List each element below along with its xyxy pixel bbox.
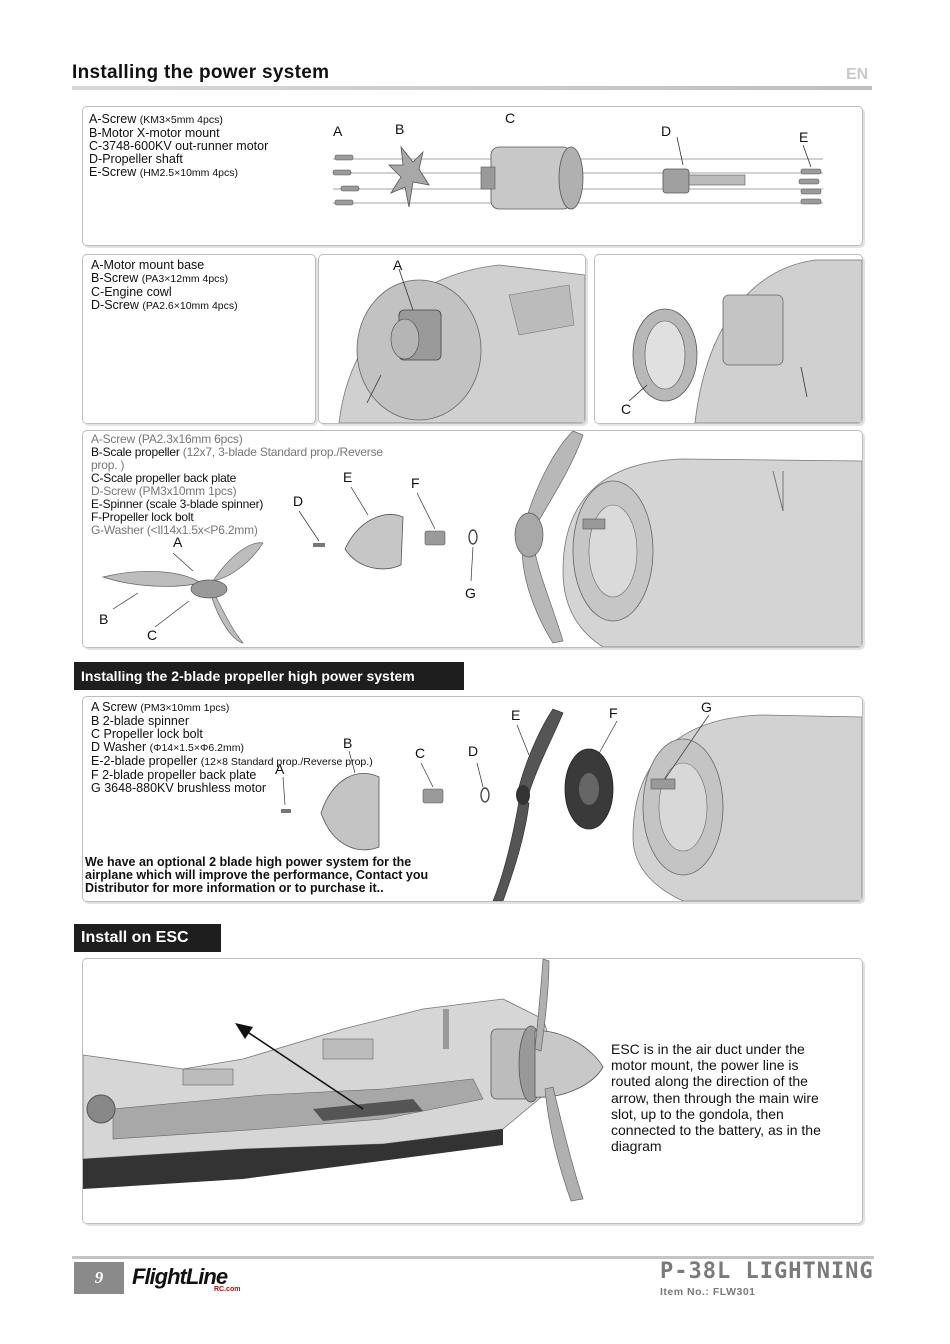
label-e: E xyxy=(343,469,353,485)
motor-nacelle xyxy=(632,714,862,901)
legend-item: D Washer (Φ14×1.5×Φ6.2mm) xyxy=(91,740,244,755)
legend-item: G-Washer (<Il14x1.5x<P6.2mm) xyxy=(91,523,258,537)
two-blade-legend: A Screw (PM3×10mm 1pcs) B 2-blade spinne… xyxy=(91,701,373,795)
label-a: A xyxy=(275,761,285,777)
model-name: P-38L LIGHTNING xyxy=(660,1259,874,1284)
legend-item: B-Scale propeller (12x7, 3-blade Standar… xyxy=(91,445,383,459)
label-e: E xyxy=(511,707,521,723)
label-e: E xyxy=(799,129,809,145)
esc-propeller xyxy=(534,959,584,1202)
fuselage-cutaway xyxy=(83,998,564,1189)
scale-propeller-drawing xyxy=(101,431,862,647)
label-a: A xyxy=(333,123,343,139)
page-title: Installing the power system xyxy=(72,62,330,83)
motor-parts-legend: A-Screw (KM3×5mm 4pcs) B-Motor X-motor m… xyxy=(89,113,268,180)
motor-parts-panel: A-Screw (KM3×5mm 4pcs) B-Motor X-motor m… xyxy=(82,106,863,246)
optional-system-note: We have an optional 2 blade high power s… xyxy=(85,855,429,895)
label-c: C xyxy=(505,110,516,126)
legend-item: E-2-blade propeller (12×8 Standard prop.… xyxy=(91,754,373,769)
two-blade-spinner xyxy=(320,773,380,851)
legend-item: A-Screw (PA2.3x16mm 6pcs) xyxy=(91,432,243,446)
legend-item: E-Spinner (scale 3-blade spinner) xyxy=(91,497,264,511)
header-divider xyxy=(72,86,872,90)
engine-nacelle xyxy=(562,458,862,647)
label-c: C xyxy=(147,627,158,643)
two-blade-panel: A Screw (PM3×10mm 1pcs) B 2-blade spinne… xyxy=(82,696,863,902)
label-g: G xyxy=(465,585,476,601)
page-number: 9 xyxy=(74,1262,124,1294)
legend-item: C-Scale propeller back plate xyxy=(91,471,237,485)
brand-name: FlightLine xyxy=(132,1264,228,1289)
legend-item: C-Engine cowl xyxy=(91,285,172,299)
esc-instructions: ESC is in the air duct under the motor m… xyxy=(611,1041,821,1155)
esc-panel: ESC is in the air duct under the motor m… xyxy=(82,958,863,1224)
legend-item: A-Screw (KM3×5mm 4pcs) xyxy=(89,112,223,127)
routing-arrow-icon xyxy=(235,1023,364,1110)
legend-item: D-Propeller shaft xyxy=(89,152,183,166)
legend-item: C Propeller lock bolt xyxy=(91,727,203,741)
label-d: D xyxy=(293,493,304,509)
language-tag: EN xyxy=(846,66,869,83)
mount-legend-panel: A-Motor mount base B-Screw (PA3×12mm 4pc… xyxy=(82,254,316,424)
label-c: C xyxy=(621,401,632,417)
label-d: D xyxy=(661,123,672,139)
mount-nose-panel: A B xyxy=(318,254,586,424)
label-d: D xyxy=(468,743,479,759)
label-a: A xyxy=(393,257,403,273)
legend-item: prop. ) xyxy=(91,458,125,472)
legend-item: D-Screw (PM3x10mm 1pcs) xyxy=(91,484,237,498)
legend-item: D-Screw (PA2.6×10mm 4pcs) xyxy=(91,298,238,313)
legend-item: E-Screw (HM2.5×10mm 4pcs) xyxy=(89,165,239,180)
legend-item: B-Screw (PA3×12mm 4pcs) xyxy=(91,271,229,286)
legend-item: A-Motor mount base xyxy=(91,258,205,272)
label-f: F xyxy=(411,475,420,491)
motor-mount-part xyxy=(388,145,430,208)
spinner-part xyxy=(344,514,404,570)
mount-legend: A-Motor mount base B-Screw (PA3×12mm 4pc… xyxy=(91,259,238,313)
large-propeller xyxy=(514,431,584,644)
brand-domain: RC.com xyxy=(214,1286,241,1293)
legend-item: F 2-blade propeller back plate xyxy=(91,768,257,782)
scale-propeller-panel: A-Screw (PA2.3x16mm 6pcs) B-Scale propel… xyxy=(82,430,863,648)
cowl-panel: C D xyxy=(594,254,863,424)
two-blade-propeller xyxy=(492,708,564,901)
propeller-shaft xyxy=(662,168,746,194)
label-a: A xyxy=(173,534,183,550)
legend-item: B-Motor X-motor mount xyxy=(89,126,220,140)
legend-item: C-3748-600KV out-runner motor xyxy=(89,139,269,153)
legend-item: A Screw (PM3×10mm 1pcs) xyxy=(91,700,230,715)
legend-item: B 2-blade spinner xyxy=(91,714,189,728)
label-g: G xyxy=(701,699,712,715)
brand-logo: FlightLine RC.com xyxy=(128,1262,258,1294)
label-b: B xyxy=(343,735,353,751)
legend-item: G 3648-880KV brushless motor xyxy=(91,781,267,795)
label-f: F xyxy=(609,705,618,721)
motor-exploded-drawing xyxy=(332,136,823,210)
nose-mount-drawing xyxy=(338,264,585,423)
item-number: Item No.: FLW301 xyxy=(660,1286,756,1298)
footer-divider xyxy=(72,1256,874,1259)
section-title-esc: Install on ESC xyxy=(74,924,221,952)
label-b: B xyxy=(99,611,109,627)
two-blade-drawing xyxy=(281,708,862,901)
legend-item: F-Propeller lock bolt xyxy=(91,510,194,524)
small-propeller-view xyxy=(101,542,264,644)
scale-propeller-legend: A-Screw (PA2.3x16mm 6pcs) B-Scale propel… xyxy=(91,433,383,537)
cowl-drawing xyxy=(628,259,862,423)
label-c: C xyxy=(415,745,426,761)
esc-fuselage-drawing xyxy=(83,959,604,1202)
label-b: B xyxy=(395,121,405,137)
section-title-2blade: Installing the 2-blade propeller high po… xyxy=(74,662,464,690)
outrunner-motor xyxy=(480,146,584,210)
